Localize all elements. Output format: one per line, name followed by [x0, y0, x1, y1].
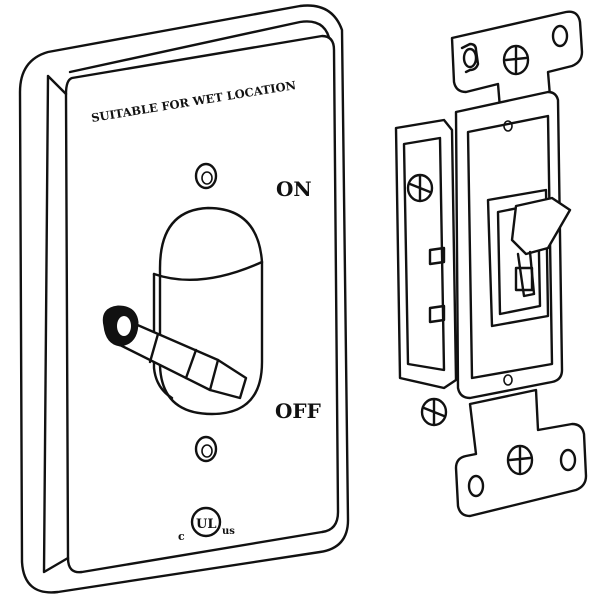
bottom-strap-screw-icon	[506, 444, 534, 476]
yoke-rivet-bottom	[503, 374, 513, 386]
body-left-tab-2	[428, 304, 446, 324]
off-label: OFF	[275, 399, 321, 423]
ul-mark-main: UL	[196, 517, 216, 532]
cover-plate-side	[42, 74, 70, 574]
device-toggle-paddle	[510, 196, 572, 256]
top-strap-screw-icon	[502, 44, 530, 76]
bottom-screw-hole	[194, 435, 218, 463]
bottom-mounting-strap	[454, 388, 588, 518]
yoke-rivet-top	[503, 120, 513, 132]
top-terminal-screw-icon	[406, 173, 434, 203]
ul-mark-ring	[190, 506, 222, 538]
top-screw-hole	[194, 162, 218, 190]
device-toggle-base	[514, 266, 534, 292]
lever-arm-ridge-1	[148, 332, 160, 364]
lever-arm-ridge-3	[208, 358, 220, 392]
on-label: ON	[276, 177, 312, 201]
ul-mark-suffix: us	[222, 526, 235, 537]
top-strap-hole-right	[551, 24, 569, 48]
device-toggle-handle[interactable]	[510, 196, 572, 298]
body-front-frame	[466, 114, 554, 380]
ul-certification-mark: UL c us	[178, 506, 235, 543]
switch-body	[394, 90, 572, 427]
lever-boss-cap-line	[152, 260, 264, 282]
bottom-strap-hole-right	[559, 448, 577, 472]
top-mounting-strap	[450, 10, 584, 110]
top-strap-hole-left	[462, 47, 478, 69]
weatherproof-cover-plate: SUITABLE FOR WET LOCATION ON OFF	[18, 4, 350, 594]
lever-boss-left-edge	[152, 272, 174, 400]
bottom-terminal-screw-icon	[420, 397, 448, 427]
ul-mark-prefix: c	[178, 530, 185, 543]
bottom-strap-hole-left	[467, 474, 485, 498]
lever-arm-ridge-2	[184, 348, 198, 380]
toggle-switch-device	[394, 10, 588, 518]
body-left-housing-inner	[402, 136, 446, 372]
body-left-tab-1	[428, 246, 446, 266]
toggle-lever[interactable]	[102, 305, 248, 400]
